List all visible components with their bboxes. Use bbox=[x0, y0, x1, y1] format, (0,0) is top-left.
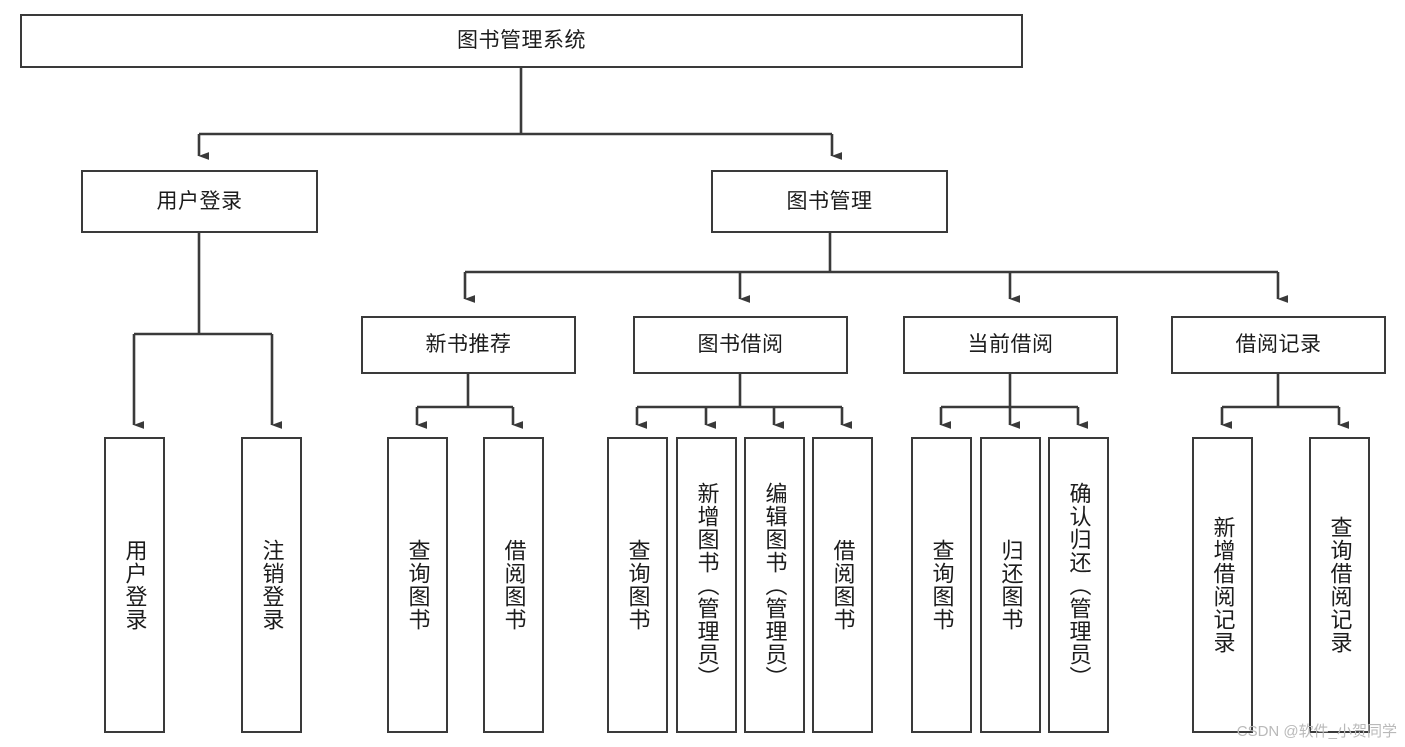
node-label: 查询图书 bbox=[625, 539, 651, 631]
node-label: 图书管理 bbox=[786, 189, 873, 213]
node-label: 用户登录 bbox=[122, 539, 148, 631]
node-book-manage[interactable]: 图书管理 bbox=[711, 170, 948, 233]
node-leaf-add-book-admin[interactable]: 新增图书（管理员） bbox=[676, 437, 737, 733]
node-user-login[interactable]: 用户登录 bbox=[81, 170, 318, 233]
node-label: 确认归还（管理员） bbox=[1066, 481, 1092, 689]
node-leaf-query-borrow-record[interactable]: 查询借阅记录 bbox=[1309, 437, 1370, 733]
node-label: 新增图书（管理员） bbox=[694, 481, 720, 689]
node-label: 当前借阅 bbox=[967, 333, 1054, 357]
node-book-borrow[interactable]: 图书借阅 bbox=[633, 316, 848, 374]
node-leaf-query-book-current[interactable]: 查询图书 bbox=[911, 437, 972, 733]
node-label: 图书管理系统 bbox=[457, 29, 586, 53]
node-leaf-logout-login[interactable]: 注销登录 bbox=[241, 437, 302, 733]
watermark-text: CSDN @软件_小贺同学 bbox=[1236, 723, 1397, 740]
node-leaf-return-book[interactable]: 归还图书 bbox=[980, 437, 1041, 733]
node-label: 图书借阅 bbox=[697, 333, 784, 357]
node-label: 借阅图书 bbox=[830, 539, 856, 631]
node-leaf-edit-book-admin[interactable]: 编辑图书（管理员） bbox=[744, 437, 805, 733]
node-label: 新增借阅记录 bbox=[1210, 516, 1236, 654]
node-leaf-borrow-book-recommend[interactable]: 借阅图书 bbox=[483, 437, 544, 733]
node-borrow-record[interactable]: 借阅记录 bbox=[1171, 316, 1386, 374]
node-label: 新书推荐 bbox=[425, 333, 512, 357]
node-label: 注销登录 bbox=[259, 539, 285, 631]
node-label: 查询图书 bbox=[929, 539, 955, 631]
node-book-management-system[interactable]: 图书管理系统 bbox=[20, 14, 1023, 68]
node-leaf-user-login[interactable]: 用户登录 bbox=[104, 437, 165, 733]
node-leaf-borrow-book-borrow[interactable]: 借阅图书 bbox=[812, 437, 873, 733]
node-leaf-query-book-recommend[interactable]: 查询图书 bbox=[387, 437, 448, 733]
node-label: 借阅记录 bbox=[1235, 333, 1322, 357]
node-label: 查询借阅记录 bbox=[1327, 516, 1353, 654]
node-current-borrow[interactable]: 当前借阅 bbox=[903, 316, 1118, 374]
node-label: 编辑图书（管理员） bbox=[762, 481, 788, 689]
node-label: 用户登录 bbox=[156, 189, 243, 213]
node-leaf-query-book-borrow[interactable]: 查询图书 bbox=[607, 437, 668, 733]
node-leaf-add-borrow-record[interactable]: 新增借阅记录 bbox=[1192, 437, 1253, 733]
node-label: 归还图书 bbox=[998, 539, 1024, 631]
node-new-book-recommend[interactable]: 新书推荐 bbox=[361, 316, 576, 374]
node-label: 查询图书 bbox=[405, 539, 431, 631]
node-leaf-confirm-return-admin[interactable]: 确认归还（管理员） bbox=[1048, 437, 1109, 733]
node-label: 借阅图书 bbox=[501, 539, 527, 631]
